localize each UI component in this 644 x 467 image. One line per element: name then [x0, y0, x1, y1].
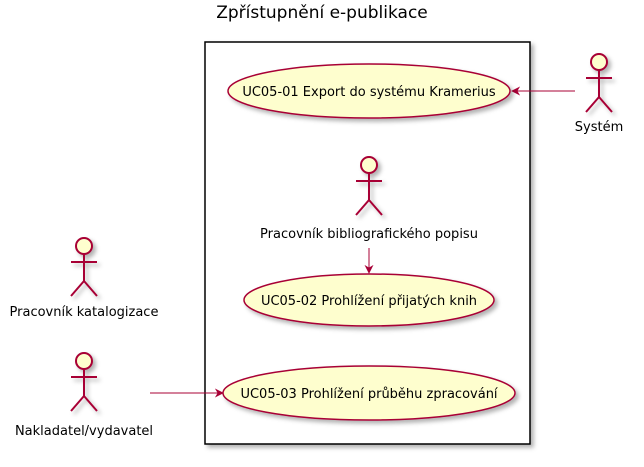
usecase-uc3: UC05-03 Prohlížení průběhu zpracování — [222, 365, 516, 421]
actor-katalog-icon — [70, 237, 98, 297]
usecase-uc1: UC05-01 Export do systému Kramerius — [227, 63, 511, 119]
usecase-uc3-label: UC05-03 Prohlížení průběhu zpracování — [240, 387, 497, 402]
actor-system-label: Systém — [575, 120, 623, 135]
actor-katalog-label: Pracovník katalogizace — [10, 305, 159, 320]
actor-system: Systém — [575, 53, 623, 135]
usecase-uc2: UC05-02 Prohlížení přijatých knih — [243, 273, 495, 327]
actor-nakladatel-icon — [70, 352, 98, 412]
actor-biblio: Pracovník bibliografického popisu — [260, 156, 478, 242]
actor-system-icon — [585, 53, 613, 113]
diagram-title: Zpřístupnění e-publikace — [216, 3, 428, 23]
usecase-uc1-label: UC05-01 Export do systému Kramerius — [242, 85, 496, 100]
actor-nakladatel: Nakladatel/vydavatel — [15, 352, 153, 439]
actor-katalog: Pracovník katalogizace — [10, 237, 159, 320]
usecase-uc2-label: UC05-02 Prohlížení přijatých knih — [261, 294, 477, 309]
relations — [150, 86, 575, 398]
actor-biblio-icon — [355, 156, 383, 216]
actor-nakladatel-label: Nakladatel/vydavatel — [15, 424, 153, 439]
actor-biblio-label: Pracovník bibliografického popisu — [260, 227, 478, 242]
